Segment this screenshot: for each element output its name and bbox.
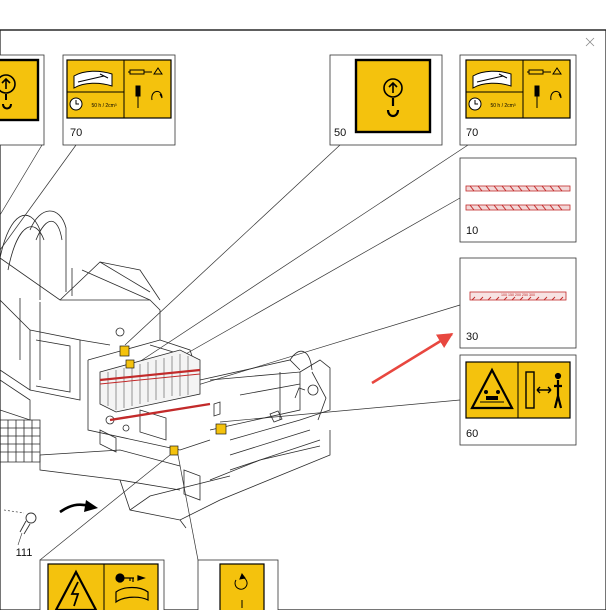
roller-bank [99,349,211,422]
machine-strip-upper [99,368,201,382]
lifting-hook-icon [0,74,16,110]
label-number-30: 30 [466,331,478,343]
keep-distance-icon [525,371,563,409]
label-number-50: 50 [334,127,346,139]
label-card-70-right: 50 h / 2cm³ 70 [459,54,577,146]
label-number-70-right: 70 [466,127,478,139]
bolt-icon [3,509,37,546]
machine-marker-hook [119,345,130,357]
label-number-70-left: 70 [70,127,82,139]
lifting-hook-icon [383,78,403,118]
label-card-rotation [197,559,279,610]
scale-strip-text: 100 150 200 250 300 [501,293,535,297]
machine-marker-crush [215,423,227,435]
grease-interval-icon [468,67,562,111]
rotation-icon [234,572,248,608]
machine-marker-electric [169,445,179,456]
machine-strip-upper-b [99,373,201,385]
reflective-strip-icon [465,185,571,211]
paver-machine-drawing [0,210,331,529]
electrical-hazard-icon [54,569,98,610]
label-number-60: 60 [466,428,478,440]
callout-111-number: 111 [16,547,33,559]
red-pointer-arrow [371,332,454,385]
label-card-70-left: 50 h / 2cm³ 70 [62,54,176,146]
label-card-50: 50 [329,54,443,146]
machine-label-markers [119,345,227,456]
crush-hazard-icon [470,367,514,410]
label-card-electric [39,559,165,610]
machine-strip-lower [109,402,211,422]
grease-interval-text: 50 h / 2cm³ [91,103,116,109]
grease-interval-icon [69,67,163,111]
label-card-30: 100 150 200 250 300 30 [459,257,577,349]
label-card-hook-partial [0,54,45,146]
label-number-10: 10 [466,225,478,237]
machine-marker-grease [125,359,135,369]
grease-interval-text: 50 h / 2cm³ [490,103,515,109]
leader-lines [0,144,469,561]
label-card-60: 60 [459,354,577,446]
key-lockout-icon [115,573,149,604]
label-card-10: 10 [459,157,577,243]
reflective-scale-strip-icon: 100 150 200 250 300 [469,291,567,301]
